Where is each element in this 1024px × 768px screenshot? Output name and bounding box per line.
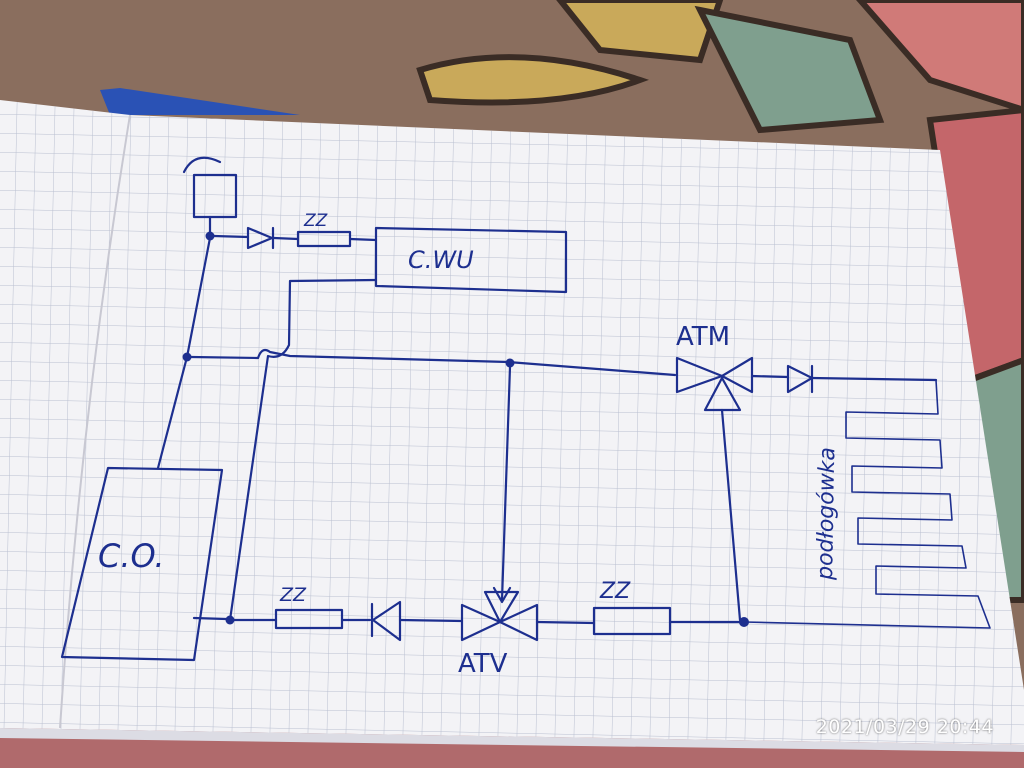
pipe-to-floor-heating bbox=[810, 376, 938, 382]
filter-top-label: ZZ bbox=[303, 211, 328, 231]
unit-co-label: C.O. bbox=[98, 537, 165, 575]
pipe-middle-down bbox=[500, 365, 512, 602]
junction-dot bbox=[205, 231, 215, 241]
expansion-tank-handle bbox=[182, 156, 222, 174]
notebook-cover-edge bbox=[100, 88, 300, 115]
heating-diagram: ZZ C.WU ATM podłogówka bbox=[60, 156, 991, 679]
junction-dot bbox=[225, 615, 235, 625]
floor-heating-loop bbox=[744, 379, 991, 629]
valve-atv-label: ATV bbox=[458, 649, 508, 679]
pipe-bottom-4 bbox=[535, 620, 596, 625]
valve-atm-label: ATM bbox=[676, 322, 730, 352]
floor-heating-label: podłogówka bbox=[813, 447, 840, 581]
unit-cwu-label: C.WU bbox=[408, 246, 474, 274]
filter-bottom-left-label: ZZ bbox=[279, 584, 307, 606]
expansion-tank bbox=[192, 173, 238, 219]
pipe-atm-out bbox=[750, 374, 790, 379]
junction-dot bbox=[739, 617, 749, 627]
pipe-left-riser-upper bbox=[185, 236, 212, 359]
filter-bottom-right-label: ZZ bbox=[599, 579, 631, 604]
junction-dot bbox=[182, 352, 192, 362]
pipe-top-branch-2 bbox=[272, 236, 300, 241]
pipe-main-supply bbox=[189, 348, 677, 377]
unit-cwu bbox=[374, 226, 568, 294]
junction-dot bbox=[505, 358, 515, 368]
pipe-top-branch-1 bbox=[212, 234, 250, 239]
pipe-atm-bypass bbox=[720, 408, 742, 622]
unit-co bbox=[60, 466, 224, 662]
notebook-page bbox=[0, 100, 1024, 752]
pipe-bottom-3 bbox=[398, 618, 464, 623]
pipe-top-branch-3 bbox=[348, 237, 378, 242]
pipe-return-co bbox=[192, 616, 228, 621]
pipe-left-riser-lower bbox=[156, 355, 189, 470]
photo-timestamp: 2021/03/29 20:44 bbox=[815, 716, 994, 738]
